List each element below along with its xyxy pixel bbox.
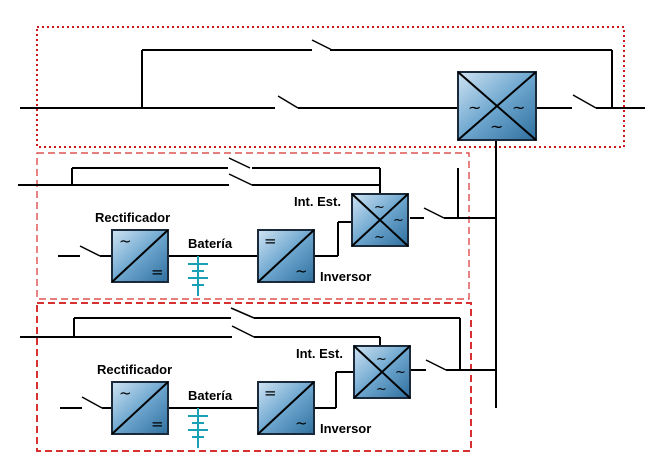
module-1-static-switch: ~ ~ ~ — [351, 193, 409, 247]
label-inversor: Inversor — [320, 269, 371, 284]
switch-output — [572, 94, 597, 109]
ac-symbol: ~ — [374, 200, 385, 215]
top-switches — [277, 39, 597, 109]
module-1-wiring — [18, 167, 496, 257]
bypass-frame — [36, 26, 625, 148]
module-2-rectifier: ~ = — [111, 381, 169, 435]
ac-symbol: ~ — [490, 117, 503, 136]
static-switch-main: ~ ~ ~ — [457, 71, 537, 141]
ac-symbol: ~ — [393, 213, 404, 228]
label-bateria: Batería — [188, 236, 233, 251]
label-inversor: Inversor — [320, 421, 371, 436]
label-bateria: Batería — [188, 388, 233, 403]
module-2-switches — [81, 307, 447, 409]
module-2-wiring — [20, 317, 496, 409]
switch-main-input — [277, 95, 299, 109]
module-1-switches — [79, 157, 445, 257]
dc-symbol: = — [151, 415, 164, 433]
label-int-est: Int. Est. — [296, 346, 343, 361]
module-2-inverter: = ~ — [257, 381, 315, 435]
ac-symbol: ~ — [119, 384, 132, 402]
ac-symbol: ~ — [512, 98, 525, 117]
ac-symbol: ~ — [395, 365, 406, 380]
ac-symbol: ~ — [295, 262, 308, 280]
ac-symbol: ~ — [119, 232, 132, 250]
module-1-battery — [188, 256, 208, 296]
module-2-battery — [188, 408, 208, 448]
top-wiring — [20, 49, 645, 408]
module-1-rectifier: ~ = — [111, 229, 169, 283]
module-1-frame — [36, 152, 470, 300]
ac-symbol: ~ — [376, 352, 387, 367]
module-2-frame — [36, 302, 472, 452]
module-2-static-switch: ~ ~ ~ — [353, 345, 411, 399]
label-int-est: Int. Est. — [294, 194, 341, 209]
dc-symbol: = — [151, 263, 164, 281]
module-1-inverter: = ~ — [257, 229, 315, 283]
ac-symbol: ~ — [295, 414, 308, 432]
label-rectificador: Rectificador — [97, 362, 172, 377]
ac-symbol: ~ — [376, 382, 387, 397]
dc-symbol: = — [264, 232, 277, 250]
ac-symbol: ~ — [374, 230, 385, 245]
label-rectificador: Rectificador — [95, 210, 170, 225]
switch-bypass-top — [311, 39, 333, 51]
ac-symbol: ~ — [468, 98, 481, 117]
dc-symbol: = — [264, 384, 277, 402]
